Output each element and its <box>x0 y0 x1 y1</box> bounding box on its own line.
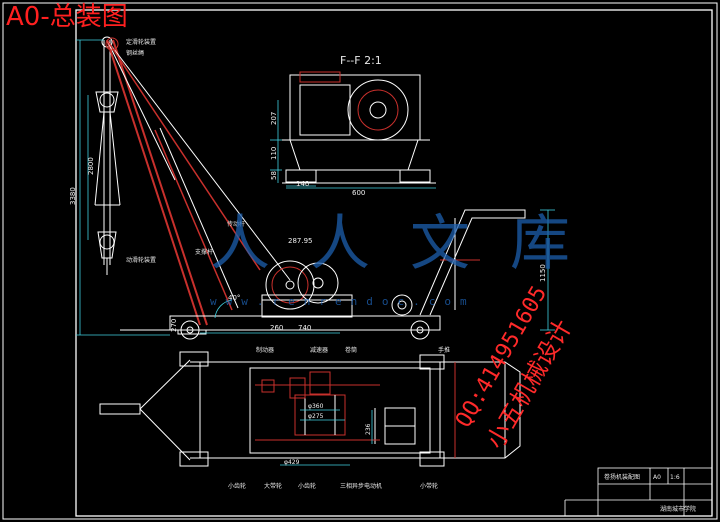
title-block <box>564 467 713 517</box>
label-moving-pulley: 动滑轮装置 <box>126 256 156 264</box>
crane-elevation <box>94 36 526 340</box>
dim-740: 740 <box>298 324 311 332</box>
label-reducer: 减速器 <box>310 346 328 354</box>
dim-2800: 2800 <box>87 157 95 175</box>
dim-140: 140 <box>296 180 309 188</box>
section-ff-view <box>282 71 436 184</box>
title-block-school: 湖南城市学院 <box>660 505 696 513</box>
section-ff-dimensions <box>270 100 436 189</box>
dim-110: 110 <box>270 147 278 160</box>
label-large-pulley: 大带轮 <box>264 482 282 490</box>
title-block-code-b: 1:6 <box>670 474 680 481</box>
dim-1150: 1150 <box>539 264 547 282</box>
dim-3380: 3380 <box>69 187 77 205</box>
title-block-name: 卷扬机装配图 <box>604 473 640 481</box>
label-hand-push: 手推 <box>438 346 450 354</box>
dim-phi275: φ275 <box>308 413 324 420</box>
label-transmission-rod: 传动杆 <box>227 220 245 228</box>
dim-236: 236 <box>365 423 372 435</box>
label-brake: 制动器 <box>256 346 274 354</box>
sheet-inner-frame <box>75 9 713 517</box>
watermark-url: www.renrendoc.com <box>210 295 476 308</box>
label-small-gear-a: 小齿轮 <box>228 482 246 490</box>
label-fixed-pulley: 定滑轮装置 <box>126 38 156 46</box>
dim-287-95: 287.95 <box>288 237 313 245</box>
watermark-logo: 人人文库 <box>210 209 610 279</box>
dim-207: 207 <box>270 112 278 125</box>
elevation-dimensions <box>76 39 555 336</box>
dim-40-deg: 40° <box>228 294 240 302</box>
dim-260: 260 <box>270 324 283 332</box>
dim-270: 270 <box>170 319 178 332</box>
title-block-code-a: A0 <box>653 474 661 481</box>
plan-dimensions <box>280 409 373 466</box>
section-title-label: F--F 2:1 <box>340 54 382 67</box>
label-motor: 三相异步电动机 <box>340 482 382 490</box>
dim-58: 58 <box>270 171 278 180</box>
label-support-rod: 支撑杆 <box>195 248 213 256</box>
dim-600: 600 <box>352 189 365 197</box>
label-small-pulley: 小带轮 <box>420 482 438 490</box>
label-wire-rope: 钢丝绳 <box>126 49 144 57</box>
drawing-title: A0-总装图 <box>6 2 128 32</box>
plan-view <box>99 351 521 467</box>
label-small-gear-b: 小齿轮 <box>298 482 316 490</box>
dim-phi360: φ360 <box>308 403 324 410</box>
label-drum: 卷筒 <box>345 346 357 354</box>
dim-phi429: φ429 <box>284 459 300 466</box>
